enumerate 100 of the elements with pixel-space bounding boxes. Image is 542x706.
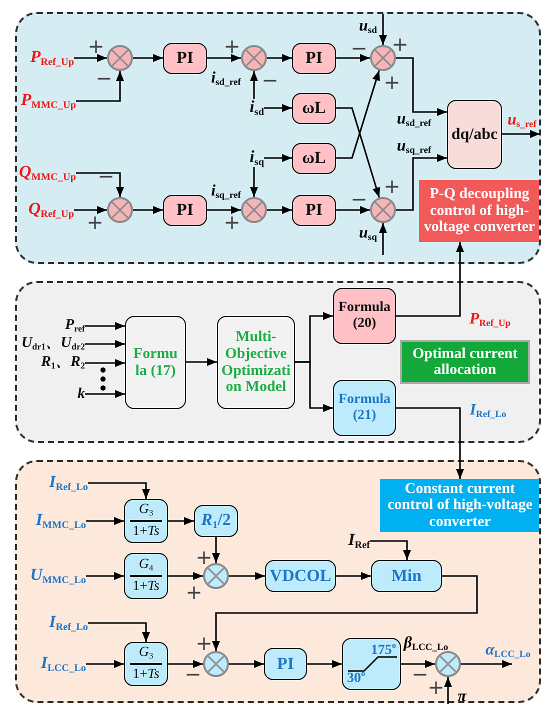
arrow bbox=[307, 660, 342, 668]
sign-label: + bbox=[196, 547, 212, 567]
signal-label: U$_{dr1}$、U$_{dr2}$ bbox=[19, 335, 85, 353]
banner-text: P-Q decoupling control of high-voltage converter bbox=[422, 186, 536, 236]
sign-label: + bbox=[428, 677, 444, 697]
arrow bbox=[88, 622, 150, 642]
signal-label: Q$_{Ref_Up}$ bbox=[18, 200, 74, 220]
arrow bbox=[86, 660, 124, 668]
edge-label: u$_{sq_ref}$ bbox=[396, 138, 432, 156]
transfer-function-block bbox=[124, 642, 168, 686]
summing-junction bbox=[203, 651, 229, 677]
title-banner bbox=[400, 340, 530, 384]
sign-label: − bbox=[350, 38, 368, 58]
sign-label: + bbox=[384, 72, 400, 92]
block-label: ωL bbox=[302, 98, 326, 118]
arrow bbox=[379, 223, 387, 255]
numerator: G$_{3}$ bbox=[138, 645, 154, 662]
title-banner bbox=[419, 180, 539, 242]
arrow bbox=[461, 660, 512, 668]
arrow bbox=[229, 572, 265, 580]
sign-label: − bbox=[96, 68, 112, 88]
signal-label: P$_{ref}$ bbox=[53, 317, 85, 335]
summing-junction bbox=[203, 563, 229, 589]
arrow bbox=[207, 206, 241, 214]
sign-label: − bbox=[350, 189, 368, 209]
arrow bbox=[267, 54, 292, 62]
arrow bbox=[336, 206, 370, 214]
block-label: dq/abc bbox=[451, 126, 498, 144]
denominator: 1+Ts bbox=[132, 578, 160, 595]
arrow bbox=[396, 242, 464, 317]
arrow bbox=[229, 660, 264, 668]
sign-label: + bbox=[224, 36, 240, 56]
arrow bbox=[295, 361, 333, 412]
banner-text: Constant current control of high-voltage converter bbox=[386, 480, 534, 530]
edge-label: u$_{sd_ref}$ bbox=[396, 111, 432, 129]
block-label: Formula (20) bbox=[337, 300, 392, 332]
arrow bbox=[212, 537, 220, 563]
dashed-panel bbox=[15, 12, 541, 264]
arrow bbox=[250, 167, 258, 197]
signal-label: I$_{Ref_Lo}$ bbox=[40, 474, 88, 492]
arrow bbox=[85, 359, 125, 367]
limit-label: 175$^{o}$ bbox=[370, 642, 396, 658]
banner-text: Optimal current allocation bbox=[411, 346, 519, 378]
arrow bbox=[336, 54, 370, 62]
signal-label: P$_{MMC_Up}$ bbox=[17, 91, 76, 111]
block-label: R$_{1}$/2 bbox=[201, 510, 231, 532]
edge-label: P$_{Ref_Up}$ bbox=[469, 311, 511, 329]
gain-block bbox=[194, 505, 238, 537]
edge-label: I$_{Ref_Lo}$ bbox=[470, 402, 506, 420]
arrow bbox=[370, 540, 411, 560]
dashed-panel bbox=[15, 460, 541, 703]
arrow bbox=[168, 572, 203, 580]
arrow bbox=[264, 154, 292, 162]
formula-block bbox=[333, 288, 396, 344]
sign-label: + bbox=[224, 212, 240, 232]
sign-label: − bbox=[98, 166, 114, 186]
summing-junction bbox=[107, 45, 133, 71]
signal-label: i$_{sq}$ bbox=[244, 149, 264, 167]
arrow bbox=[76, 71, 124, 102]
summing-junction bbox=[241, 197, 267, 223]
pi-block bbox=[163, 194, 207, 226]
arrow bbox=[74, 206, 107, 214]
arrow bbox=[86, 572, 124, 580]
arrow bbox=[379, 14, 387, 45]
arrow bbox=[168, 517, 194, 525]
limit-label: 30$^{o}$ bbox=[347, 670, 366, 686]
signal-label: R$_{1}$、R$_{2}$ bbox=[34, 354, 85, 372]
formula-block bbox=[333, 380, 396, 436]
signal-label: I$_{Ref_Lo}$ bbox=[40, 614, 88, 632]
signal-label: Q$_{MMC_Up}$ bbox=[17, 163, 76, 183]
arrow bbox=[212, 575, 478, 651]
arrow bbox=[207, 54, 241, 62]
block-label: Min bbox=[391, 566, 422, 586]
denominator: 1+Ts bbox=[132, 666, 160, 683]
sign-label: + bbox=[384, 176, 400, 196]
signal-label: P$_{Ref_Up}$ bbox=[20, 48, 74, 68]
block-label: PI bbox=[176, 200, 194, 220]
signal-label: i$_{sd}$ bbox=[244, 99, 264, 117]
dashed-panel bbox=[15, 281, 541, 443]
edge-label: u$_{sd}$ bbox=[359, 18, 377, 36]
optimization-model-block bbox=[217, 316, 295, 409]
transfer-function-block bbox=[124, 553, 168, 599]
block-label: PI bbox=[176, 48, 194, 68]
block-label: Multi-Objective Optimization Model bbox=[221, 328, 291, 396]
arrow bbox=[502, 130, 540, 138]
summing-junction bbox=[241, 45, 267, 71]
sign-label: + bbox=[88, 36, 104, 56]
block-label: VDCOL bbox=[270, 566, 332, 586]
arrow bbox=[336, 70, 380, 159]
arrow bbox=[336, 572, 371, 580]
numerator: G$_{4}$ bbox=[138, 557, 154, 574]
block-label: ωL bbox=[302, 148, 326, 168]
arrow bbox=[168, 660, 203, 668]
edge-label: i$_{sd_ref}$ bbox=[211, 70, 241, 88]
block-label: Formula (17) bbox=[132, 346, 179, 380]
summing-junction bbox=[370, 197, 396, 223]
block-label: PI bbox=[306, 200, 322, 220]
arrow bbox=[133, 54, 163, 62]
arrow bbox=[396, 57, 447, 116]
arrow bbox=[74, 54, 107, 62]
